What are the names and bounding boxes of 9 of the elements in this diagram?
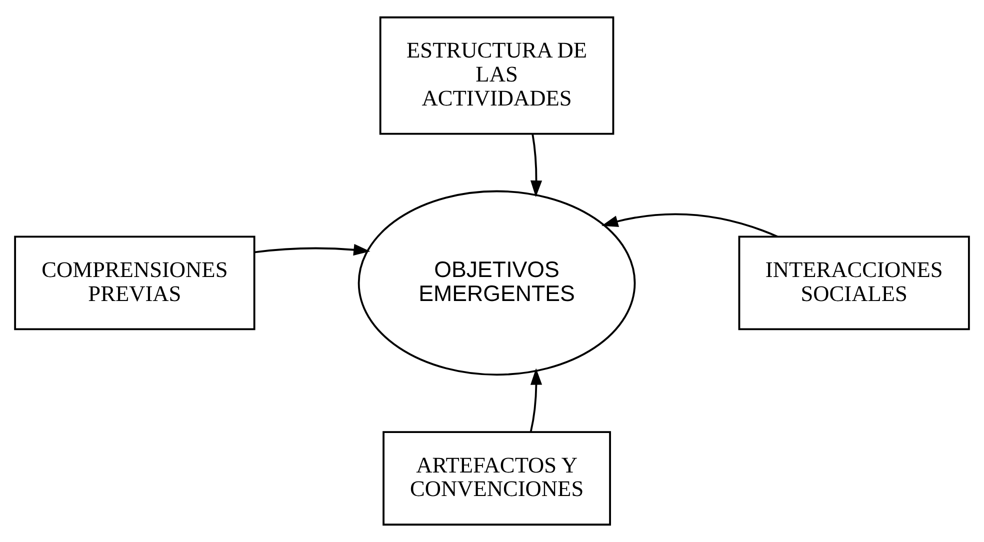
node-box: COMPRENSIONES PREVIAS bbox=[14, 236, 256, 330]
node-box: INTERACCIONES SOCIALES bbox=[738, 236, 970, 330]
node-box: ARTEFACTOS Y CONVENCIONES bbox=[382, 431, 611, 526]
node-box: ESTRUCTURA DE LAS ACTIVIDADES bbox=[379, 16, 614, 135]
arrow bbox=[254, 244, 370, 256]
arrow bbox=[601, 213, 778, 238]
arrow bbox=[530, 134, 542, 198]
node-ellipse: OBJETIVOS EMERGENTES bbox=[358, 190, 636, 376]
arrow bbox=[530, 368, 542, 432]
